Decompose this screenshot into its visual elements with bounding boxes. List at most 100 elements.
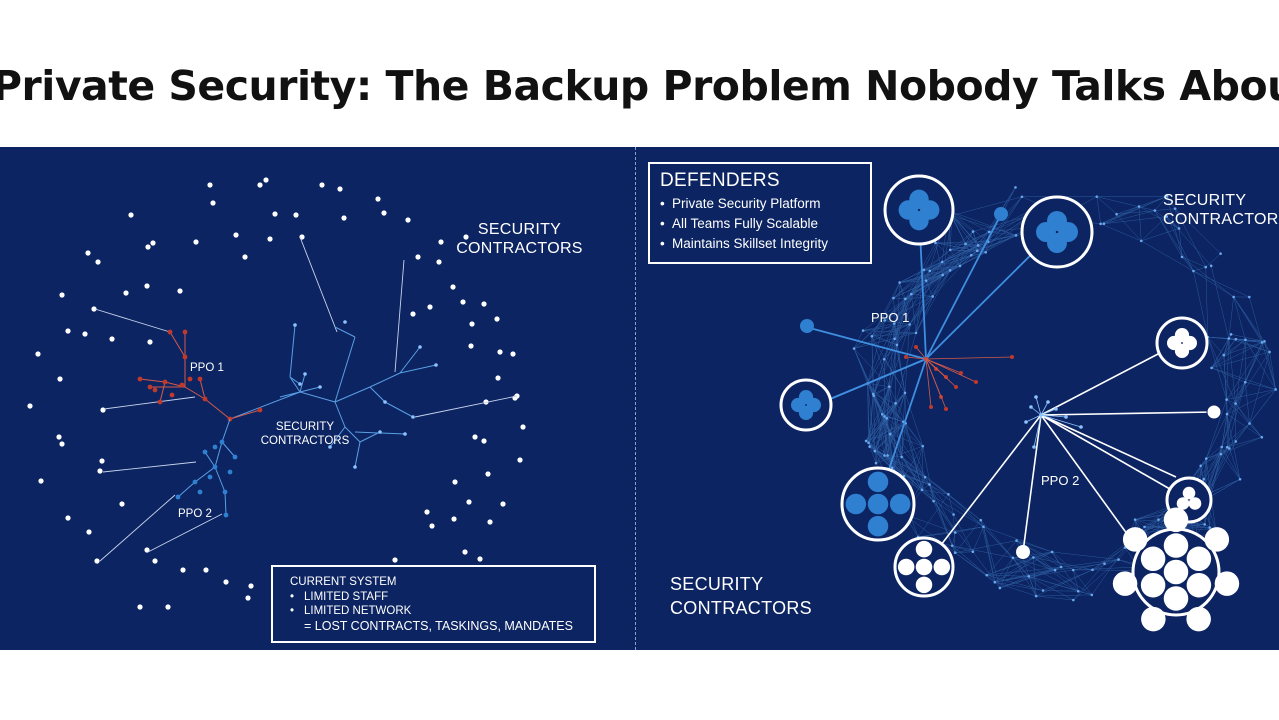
mesh-link	[1245, 339, 1276, 390]
mesh-link	[994, 557, 1034, 583]
mesh-link	[882, 344, 898, 415]
mesh-node	[1015, 539, 1018, 542]
contractor-node	[210, 200, 216, 206]
mesh-link	[1116, 214, 1142, 242]
contractor-node	[59, 441, 65, 447]
mesh-link	[1181, 256, 1194, 272]
mesh-link	[886, 418, 923, 447]
mesh-node	[895, 343, 899, 347]
mesh-link	[999, 557, 1034, 589]
mesh-link	[853, 348, 868, 384]
team-circle	[779, 378, 833, 432]
ppo2-branch	[214, 466, 226, 493]
mesh-link	[1141, 228, 1180, 242]
tree-node	[383, 400, 387, 404]
team-member-node	[845, 493, 867, 515]
ppo2-node	[1046, 400, 1050, 404]
tree-node	[293, 323, 297, 327]
mesh-link	[932, 255, 972, 297]
mesh-link	[889, 323, 895, 387]
mesh-node	[1243, 380, 1247, 384]
mesh-link	[1051, 551, 1079, 592]
mesh-node	[975, 249, 979, 253]
mesh-link	[1141, 216, 1167, 242]
contractor-node	[147, 339, 153, 345]
contractor-node	[341, 215, 347, 221]
ppo2-branch	[214, 441, 223, 468]
ppo2-node	[222, 489, 228, 495]
ppo2-node	[223, 512, 229, 518]
tree-node	[328, 445, 332, 449]
mesh-node	[882, 357, 886, 361]
ppo1-node	[179, 382, 185, 388]
contractor-node	[109, 336, 115, 342]
mesh-link	[1205, 253, 1221, 268]
ppo1-node	[1010, 355, 1014, 359]
mesh-link	[905, 242, 936, 299]
mesh-node	[1225, 398, 1228, 401]
mesh-link	[923, 249, 951, 270]
mesh-node	[932, 499, 935, 503]
team-member-node	[1182, 486, 1196, 500]
mesh-node	[1177, 227, 1181, 230]
mesh-link	[1221, 446, 1241, 480]
tree-node	[343, 320, 347, 324]
contractor-node	[38, 478, 44, 484]
mesh-link	[1264, 341, 1270, 353]
mesh-link	[867, 323, 895, 384]
tree-node	[303, 372, 307, 376]
current-system-panel: SECURITY CONTRACTORS SECURITY CONTRACTOR…	[0, 147, 636, 650]
mesh-link	[994, 557, 1014, 583]
mesh-link	[917, 494, 949, 538]
ppo1-node	[162, 379, 168, 385]
connection-line	[99, 494, 176, 562]
mesh-link	[929, 255, 972, 272]
ppo2-node	[212, 464, 218, 470]
ppo1-node	[182, 329, 188, 335]
mesh-link	[871, 282, 900, 337]
mesh-link	[1174, 208, 1221, 254]
mesh-link	[1245, 381, 1276, 390]
ppo1-node	[974, 380, 978, 384]
mesh-link	[986, 540, 1017, 576]
mesh-link	[874, 416, 885, 452]
mesh-node	[864, 439, 868, 443]
mesh-link	[1231, 334, 1265, 342]
single-contractor-node	[1016, 545, 1030, 559]
mesh-link	[932, 270, 951, 297]
mesh-link	[865, 414, 883, 442]
team-member-node	[791, 397, 806, 413]
mesh-link	[1092, 559, 1119, 571]
mesh-node	[883, 319, 886, 322]
mesh-node	[1268, 350, 1271, 354]
ppo1-node	[959, 371, 963, 375]
mesh-node	[1229, 333, 1233, 336]
mesh-link	[924, 477, 930, 485]
mesh-link	[866, 423, 906, 442]
ppo2-branch	[221, 441, 236, 458]
mesh-link	[1141, 240, 1194, 272]
tree-branch	[354, 441, 361, 468]
tree-branch	[289, 376, 301, 393]
contractor-node	[468, 343, 474, 349]
mesh-link	[909, 274, 943, 325]
mesh-node	[1192, 269, 1195, 273]
tree-node	[403, 432, 407, 436]
ppo2-branch	[1025, 414, 1042, 423]
contractor-node	[245, 595, 251, 601]
ppo1-branch	[199, 378, 206, 400]
mesh-link	[865, 403, 896, 442]
mesh-link	[1103, 210, 1155, 224]
mesh-link	[903, 421, 926, 478]
team-member-node	[915, 576, 933, 594]
mesh-node	[893, 337, 896, 341]
mesh-link	[1116, 196, 1168, 215]
tree-branch	[334, 336, 356, 403]
mesh-node	[1232, 295, 1235, 299]
mesh-node	[1014, 234, 1018, 237]
mesh-link	[1096, 196, 1117, 215]
mesh-link	[1036, 594, 1092, 597]
mesh-link	[1174, 208, 1206, 268]
mesh-node	[1053, 568, 1057, 572]
mesh-node	[1222, 353, 1226, 357]
